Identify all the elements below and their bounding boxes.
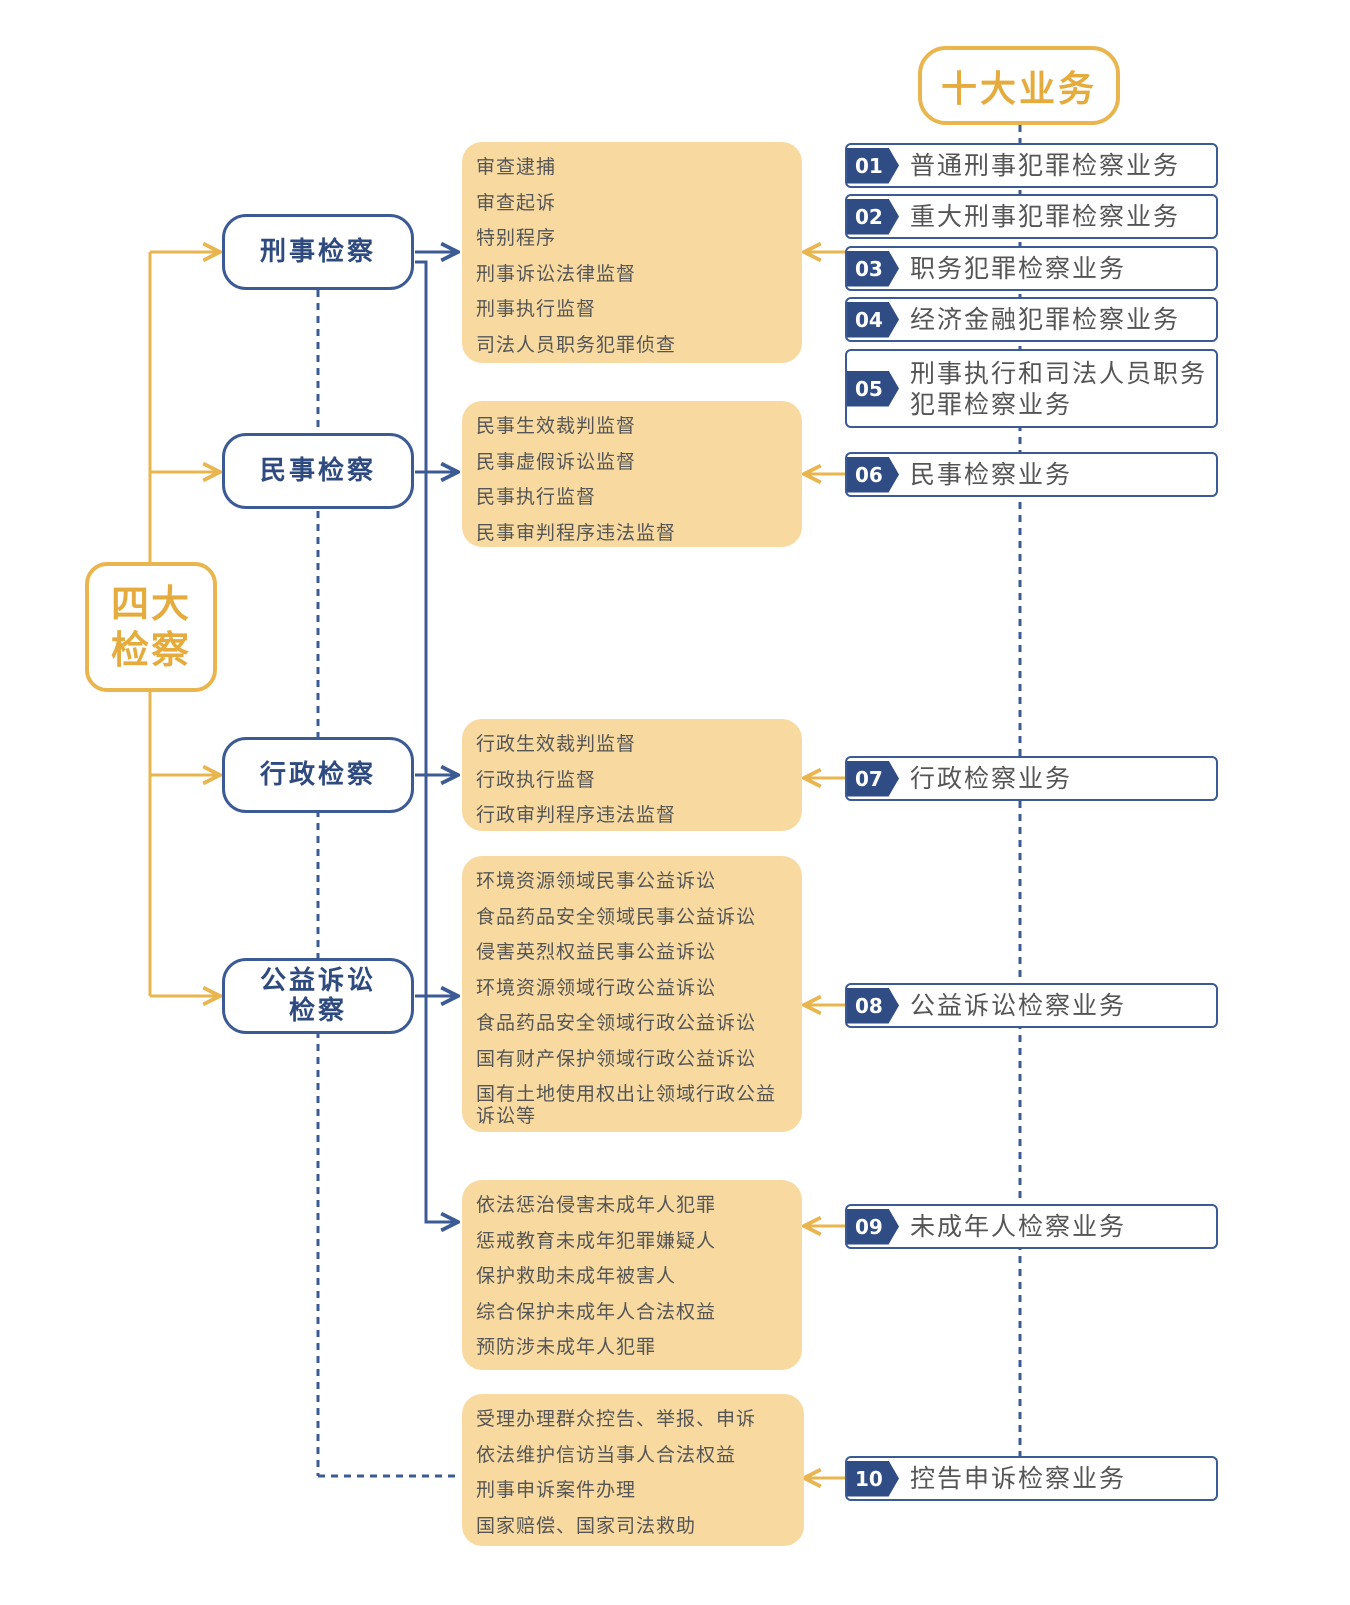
category-label-line2: 检察 [288,996,347,1026]
item-group-civil: 民事生效裁判监督 民事虚假诉讼监督 民事执行监督 民事审判程序违法监督 [462,401,802,547]
business-number-badge: 07 [847,760,899,797]
business-number-badge: 04 [847,301,899,338]
business-label: 普通刑事犯罪检察业务 [910,151,1181,180]
list-item: 保护救助未成年被害人 [476,1265,677,1287]
list-item: 国有土地使用权出让领域行政公益诉讼等 [476,1083,777,1127]
category-node-administrative: 行政检察 [222,737,414,813]
cat1-to-group5-connector [415,260,458,1222]
list-item: 食品药品安全领域民事公益诉讼 [476,905,757,928]
item-group-minors: 依法惩治侵害未成年人犯罪 惩戒教育未成年犯罪嫌疑人 保护救助未成年被害人 综合保… [462,1180,802,1370]
list-item: 综合保护未成年人合法权益 [476,1300,717,1323]
business-label: 行政检察业务 [910,764,1073,793]
list-item: 依法惩治侵害未成年人犯罪 [476,1194,717,1216]
list-item: 审查起诉 [476,191,557,214]
list-item: 司法人员职务犯罪侦查 [476,333,677,356]
list-item: 环境资源领域民事公益诉讼 [476,870,717,892]
business-label: 职务犯罪检察业务 [910,254,1127,283]
list-item: 食品药品安全领域行政公益诉讼 [476,1012,757,1034]
business-title: 十大业务 [940,68,1097,110]
business-label: 公益诉讼检察业务 [910,991,1127,1020]
category-node-civil: 民事检察 [222,433,414,509]
business-number-badge: 09 [847,1208,899,1245]
root-node: 四大 检察 [85,562,217,692]
list-item: 国有财产保护领域行政公益诉讼 [476,1047,757,1070]
list-item: 刑事执行监督 [476,298,597,320]
list-item: 民事虚假诉讼监督 [476,450,637,473]
item-group-administrative: 行政生效裁判监督 行政执行监督 行政审判程序违法监督 [462,719,802,831]
list-item: 行政审判程序违法监督 [476,804,677,826]
root-label-line2: 检察 [110,628,191,672]
list-item: 侵害英烈权益民事公益诉讼 [476,941,717,963]
business-number-badge: 08 [847,987,899,1024]
category-label: 民事检察 [259,456,376,486]
list-item: 民事执行监督 [476,486,597,508]
list-item: 审查逮捕 [476,156,557,178]
business-item-06: 06 民事检察业务 [845,452,1218,497]
business-item-01: 01 普通刑事犯罪检察业务 [845,143,1218,188]
category-label-line1: 公益诉讼 [259,966,376,996]
business-number-badge: 10 [847,1460,899,1497]
list-item: 民事审判程序违法监督 [476,521,677,544]
business-item-05: 05 刑事执行和司法人员职务犯罪检察业务 [845,349,1218,428]
list-item: 行政执行监督 [476,768,597,791]
list-item: 依法维护信访当事人合法权益 [476,1443,737,1466]
list-item: 刑事诉讼法律监督 [476,262,637,285]
list-item: 受理办理群众控告、举报、申诉 [476,1408,757,1430]
item-group-complaints: 受理办理群众控告、举报、申诉 依法维护信访当事人合法权益 刑事申诉案件办理 国家… [462,1394,804,1546]
business-item-04: 04 经济金融犯罪检察业务 [845,297,1218,342]
list-item: 民事生效裁判监督 [476,415,637,437]
business-item-10: 10 控告申诉检察业务 [845,1456,1218,1501]
business-title-node: 十大业务 [918,46,1120,125]
root-label-line1: 四大 [110,582,191,626]
category-node-criminal: 刑事检察 [222,214,414,290]
business-label: 民事检察业务 [910,460,1073,489]
business-number-badge: 01 [847,147,899,184]
business-label: 未成年人检察业务 [910,1212,1127,1241]
business-number-badge: 03 [847,250,899,287]
list-item: 特别程序 [476,227,557,249]
list-item: 预防涉未成年人犯罪 [476,1336,657,1358]
item-group-public-interest: 环境资源领域民事公益诉讼 食品药品安全领域民事公益诉讼 侵害英烈权益民事公益诉讼… [462,856,802,1132]
list-item: 国家赔偿、国家司法救助 [476,1514,697,1537]
category-label: 刑事检察 [259,237,376,267]
business-item-03: 03 职务犯罪检察业务 [845,246,1218,291]
list-item: 惩戒教育未成年犯罪嫌疑人 [476,1229,717,1252]
business-number-badge: 05 [847,370,899,407]
business-label: 重大刑事犯罪检察业务 [910,202,1181,231]
category-node-public-interest: 公益诉讼 检察 [222,958,414,1034]
list-item: 刑事申诉案件办理 [476,1479,637,1501]
business-item-07: 07 行政检察业务 [845,756,1218,801]
list-item: 环境资源领域行政公益诉讼 [476,976,717,999]
business-item-09: 09 未成年人检察业务 [845,1204,1218,1249]
business-number-badge: 02 [847,198,899,235]
item-group-criminal: 审查逮捕 审查起诉 特别程序 刑事诉讼法律监督 刑事执行监督 司法人员职务犯罪侦… [462,142,802,363]
category-label: 行政检察 [259,760,376,790]
business-item-08: 08 公益诉讼检察业务 [845,983,1218,1028]
list-item: 行政生效裁判监督 [476,733,637,755]
business-item-02: 02 重大刑事犯罪检察业务 [845,194,1218,239]
business-label: 控告申诉检察业务 [910,1464,1127,1493]
business-label: 经济金融犯罪检察业务 [910,305,1181,334]
business-label: 刑事执行和司法人员职务犯罪检察业务 [910,358,1208,419]
business-number-badge: 06 [847,456,899,493]
